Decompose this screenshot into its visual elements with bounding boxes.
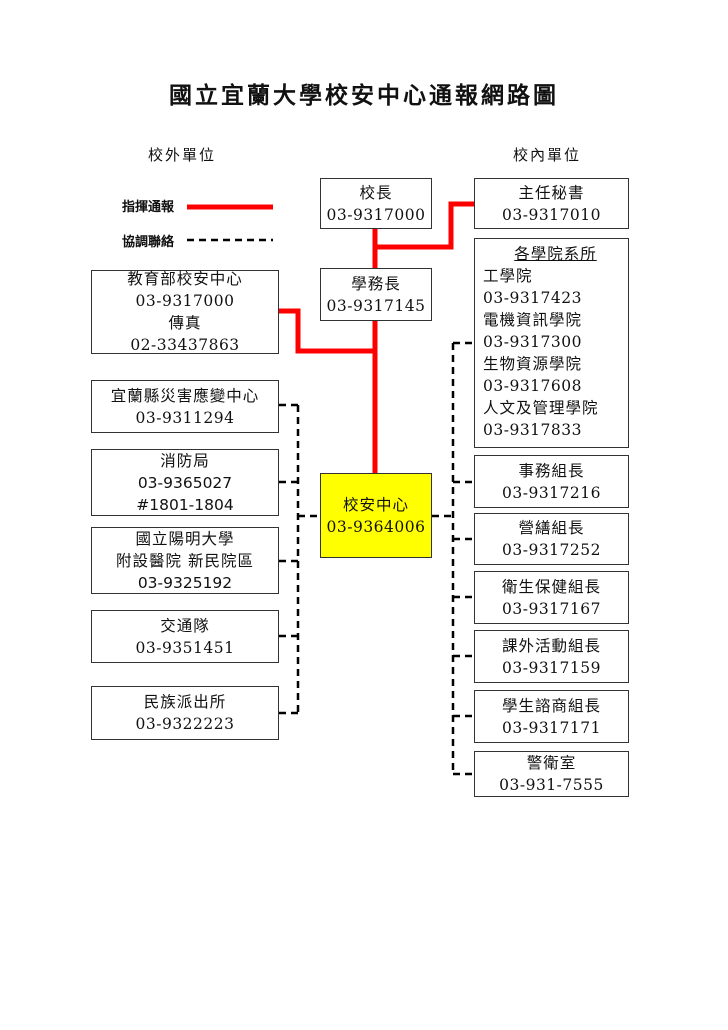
inside-unit-phone: 03-931-7555 — [499, 776, 604, 794]
student-affairs-name: 學務長 — [351, 274, 401, 293]
inside-unit-name: 課外活動組長 — [501, 636, 601, 655]
outside-unit-box: 國立陽明大學 附設醫院 新民院區 03-9325192 — [91, 527, 279, 594]
inside-unit-box: 事務組長 03-9317216 — [474, 455, 629, 508]
outside-unit-name: 交通隊 — [160, 616, 210, 635]
outside-unit-name: 民族派出所 — [143, 693, 227, 711]
outside-unit-phone: 03-9351451 — [135, 638, 235, 657]
president-box: 校長 03-9317000 — [320, 178, 432, 229]
outside-unit-phone: 03-9365027 — [137, 473, 233, 492]
student-affairs-phone: 03-9317145 — [326, 296, 426, 315]
inside-unit-name: 衛生保健組長 — [501, 577, 601, 596]
inside-unit-box: 學生諮商組長 03-9317171 — [474, 690, 629, 743]
outside-unit-name: 宜蘭縣災害應變中心 — [110, 386, 260, 405]
outside-units-heading: 校外單位 — [148, 146, 217, 164]
college-name: 生物資源學院 — [483, 355, 583, 373]
chief-secretary-name: 主任秘書 — [518, 183, 585, 202]
outside-unit-box: 交通隊 03-9351451 — [91, 610, 279, 663]
president-name: 校長 — [359, 183, 393, 202]
inside-unit-box: 警衛室 03-931-7555 — [474, 751, 629, 797]
college-name: 人文及管理學院 — [483, 399, 599, 417]
inside-unit-phone: 03-9317167 — [502, 599, 601, 618]
college-name: 電機資訊學院 — [483, 311, 583, 329]
command-lines — [278, 201, 474, 473]
moe-name: 教育部校安中心 — [127, 270, 243, 288]
diagram-title: 國立宜蘭大學校安中心通報網路圖 — [169, 83, 559, 109]
moe-fax: 02-33437863 — [130, 336, 240, 354]
moe-fax-label: 傳真 — [168, 314, 202, 332]
college-phone: 03-9317423 — [483, 289, 582, 307]
legend-command-label: 指揮通報 — [122, 200, 175, 215]
inside-unit-box: 營繕組長 03-9317252 — [474, 513, 629, 565]
outside-unit-name: 國立陽明大學 — [135, 529, 235, 548]
outside-unit-name-line2: 附設醫院 新民院區 — [116, 551, 254, 570]
colleges-box: 各學院系所 工學院 03-9317423 電機資訊學院 03-9317300 生… — [474, 238, 629, 448]
chief-secretary-box: 主任秘書 03-9317010 — [474, 178, 629, 229]
president-phone: 03-9317000 — [326, 205, 426, 224]
center-name: 校安中心 — [342, 495, 409, 514]
outside-unit-box: 宜蘭縣災害應變中心 03-9311294 — [91, 380, 279, 433]
outside-unit-phone: 03-9322223 — [135, 715, 235, 733]
inside-unit-name: 營繕組長 — [518, 519, 585, 537]
inside-unit-phone: 03-9317159 — [502, 658, 601, 677]
inside-unit-phone: 03-9317171 — [502, 718, 601, 737]
outside-unit-phone: 03-9311294 — [135, 408, 235, 427]
campus-security-center-box: 校安中心 03-9364006 — [320, 473, 432, 558]
outside-unit-phone: 03-9325192 — [137, 573, 233, 592]
colleges-heading: 各學院系所 — [514, 245, 597, 263]
outside-unit-name: 消防局 — [160, 451, 210, 470]
center-phone: 03-9364006 — [326, 517, 426, 536]
college-phone: 03-9317608 — [483, 377, 582, 395]
inside-unit-box: 衛生保健組長 03-9317167 — [474, 571, 629, 624]
inside-unit-name: 學生諮商組長 — [501, 696, 601, 715]
inside-unit-phone: 03-9317216 — [502, 483, 601, 502]
line-to-chief-secretary — [375, 201, 474, 250]
college-phone: 03-9317833 — [483, 421, 582, 439]
outside-unit-box: 消防局 03-9365027 #1801-1804 — [91, 449, 279, 516]
outside-unit-extension: #1801-1804 — [136, 495, 234, 514]
legend-coordinate-label: 協調聯絡 — [122, 235, 175, 250]
inside-unit-name: 事務組長 — [518, 461, 585, 480]
inside-unit-name: 警衛室 — [526, 754, 577, 772]
coordinate-lines — [279, 341, 474, 776]
chief-secretary-phone: 03-9317010 — [502, 205, 601, 224]
inside-unit-box: 課外活動組長 03-9317159 — [474, 630, 629, 683]
student-affairs-box: 學務長 03-9317145 — [320, 268, 432, 321]
outside-unit-box: 民族派出所 03-9322223 — [91, 686, 279, 740]
moe-phone: 03-9317000 — [135, 292, 235, 310]
inside-units-heading: 校內單位 — [513, 146, 582, 164]
college-phone: 03-9317300 — [483, 333, 582, 351]
moe-security-center-box: 教育部校安中心 03-9317000 傳真 02-33437863 — [91, 270, 279, 354]
college-name: 工學院 — [483, 267, 533, 285]
line-moe-to-center — [278, 308, 375, 354]
inside-unit-phone: 03-9317252 — [502, 541, 601, 559]
